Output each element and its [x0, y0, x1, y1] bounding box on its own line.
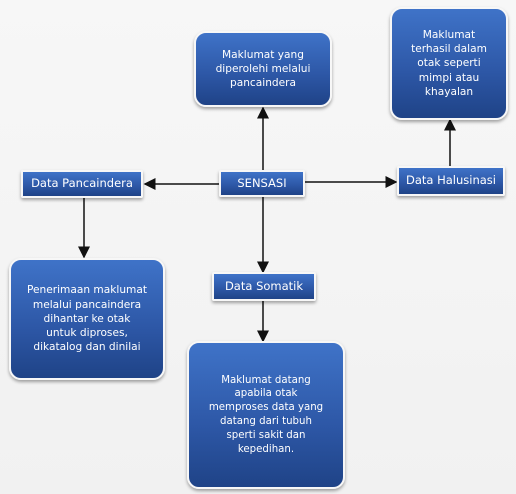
maklumat-somatik-text: Maklumat datang apabila otak memproses d…	[208, 374, 324, 455]
data-pancaindera-label: Data Pancaindera	[31, 176, 133, 191]
maklumat-pancaindera-box: Maklumat yang diperolehi melalui pancain…	[194, 31, 332, 107]
penerimaan-maklumat-box: Penerimaan maklumat melalui pancaindera …	[9, 258, 165, 380]
maklumat-pancaindera-text: Maklumat yang diperolehi melalui pancain…	[215, 48, 311, 90]
data-somatik-label: Data Somatik	[224, 278, 304, 293]
data-somatik-box: Data Somatik	[212, 272, 316, 301]
penerimaan-maklumat-text: Penerimaan maklumat melalui pancaindera …	[26, 284, 147, 354]
sensasi-label: SENSASI	[237, 175, 287, 190]
maklumat-halusinasi-text: Maklumat terhasil dalam otak seperti mim…	[411, 28, 487, 98]
data-halusinasi-box: Data Halusinasi	[397, 166, 505, 196]
maklumat-halusinasi-box: Maklumat terhasil dalam otak seperti mim…	[390, 7, 508, 120]
sensasi-box: SENSASI	[219, 170, 305, 197]
data-pancaindera-box: Data Pancaindera	[21, 170, 143, 198]
maklumat-somatik-box: Maklumat datang apabila otak memproses d…	[187, 341, 345, 489]
data-halusinasi-label: Data Halusinasi	[405, 173, 496, 188]
